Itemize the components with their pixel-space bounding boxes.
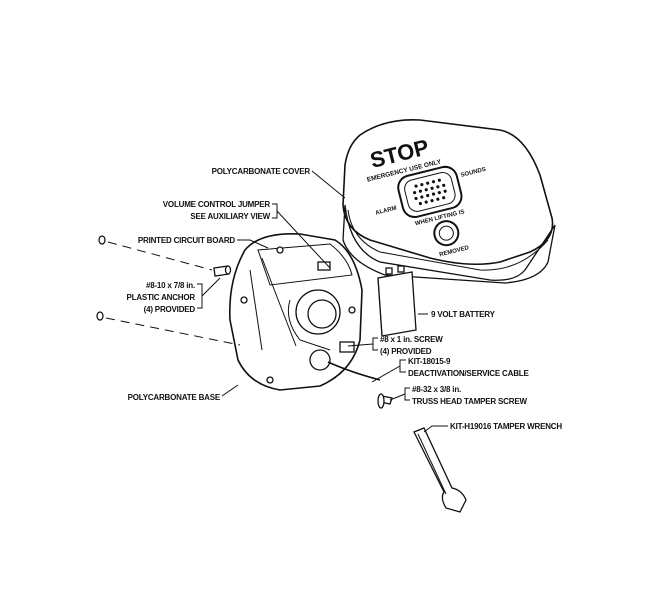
plastic-anchors — [96, 235, 241, 346]
label-tamper-wrench: KIT-H19016 TAMPER WRENCH — [450, 422, 562, 431]
leader-lines — [197, 170, 448, 433]
label-auxiliary-view: SEE AUXILIARY VIEW — [190, 212, 270, 221]
9-volt-battery — [377, 265, 417, 337]
label-tamper-screw: TRUSS HEAD TAMPER SCREW — [412, 397, 527, 406]
label-9-volt-battery: 9 VOLT BATTERY — [431, 310, 496, 319]
cover-removed-text: REMOVED — [439, 245, 471, 258]
cover-sounds-text: SOUNDS — [460, 167, 486, 179]
label-service-cable: DEACTIVATION/SERVICE CABLE — [408, 369, 529, 378]
label-polycarbonate-cover: POLYCARBONATE COVER — [212, 167, 311, 176]
label-volume-jumper: VOLUME CONTROL JUMPER — [163, 200, 271, 209]
label-polycarbonate-base: POLYCARBONATE BASE — [128, 393, 221, 402]
tamper-wrench — [413, 427, 467, 513]
label-screw-size: #8 x 1 in. SCREW — [380, 335, 443, 344]
speaker-grille-icon — [412, 178, 447, 206]
label-anchor-size: #8-10 x 7/8 in. — [146, 281, 195, 290]
label-anchor-quantity: (4) PROVIDED — [144, 305, 196, 314]
cover-alarm-text: ALARM — [375, 206, 397, 217]
label-cable-kit: KIT-18015-9 — [408, 357, 451, 366]
label-plastic-anchor: PLASTIC ANCHOR — [127, 293, 196, 302]
label-screw-quantity: (4) PROVIDED — [380, 347, 432, 356]
polycarbonate-cover: STOP EMERGENCY USE ONLY ALARM SOUNDS WHE… — [342, 118, 556, 284]
tamper-screw — [377, 393, 393, 409]
label-printed-circuit-board: PRINTED CIRCUIT BOARD — [138, 236, 236, 245]
polycarbonate-base — [228, 233, 381, 391]
label-tamper-screw-size: #8-32 x 3/8 in. — [412, 385, 461, 394]
